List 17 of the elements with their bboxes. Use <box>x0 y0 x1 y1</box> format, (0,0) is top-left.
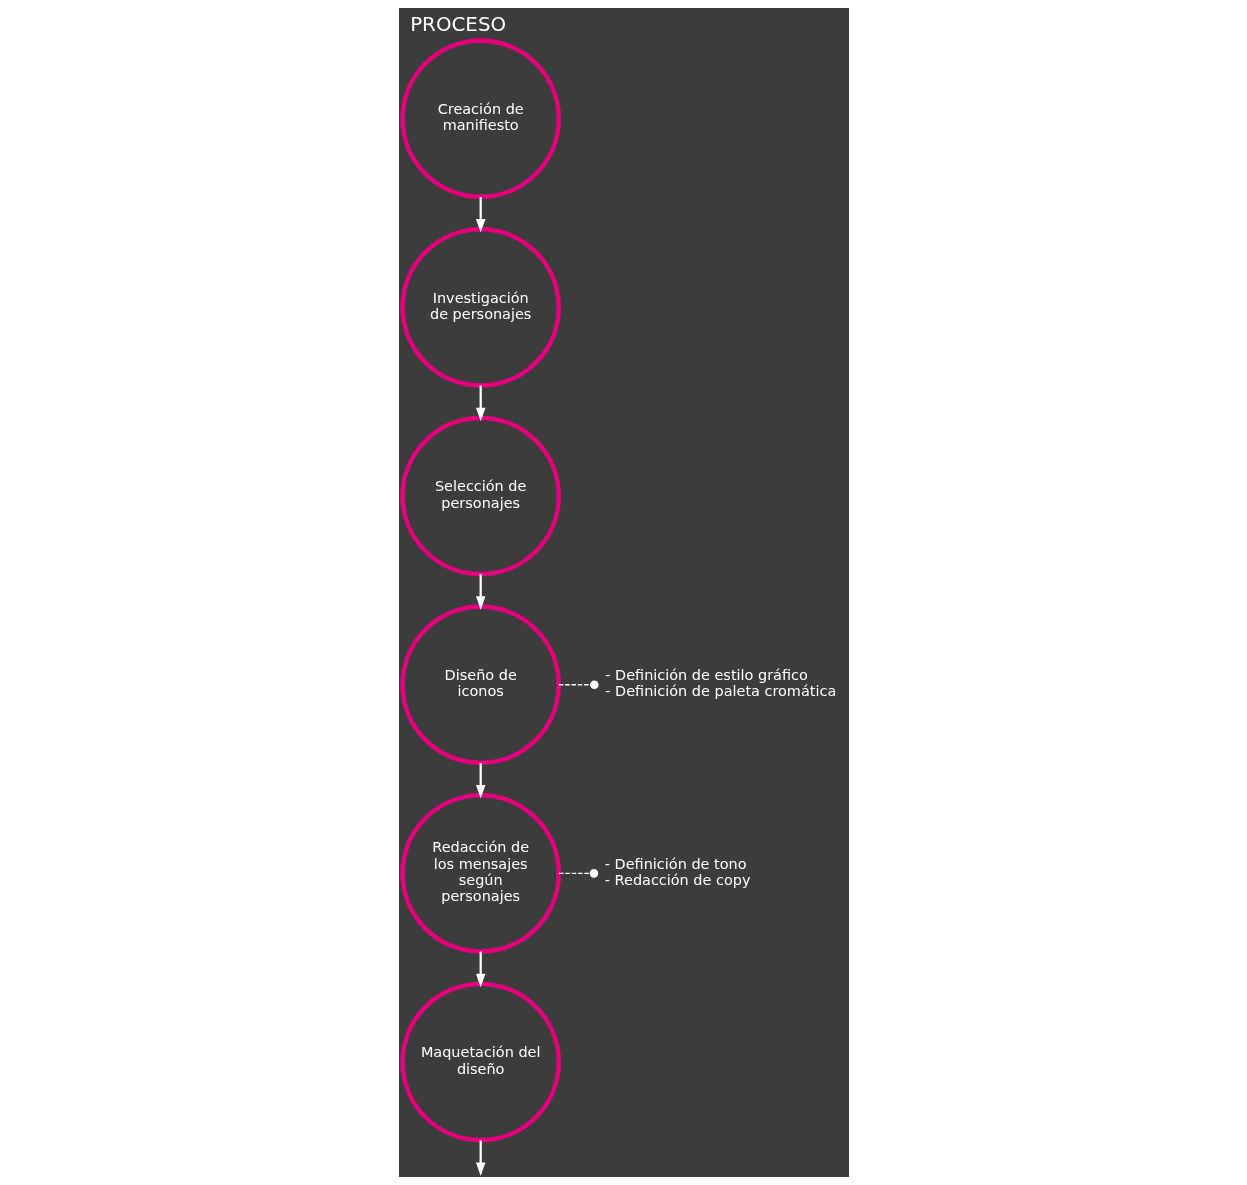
arrow <box>475 196 485 233</box>
node-circle: Creación de manifiesto <box>399 38 561 200</box>
arrow <box>475 951 485 988</box>
arrow <box>475 385 485 422</box>
connector <box>557 869 598 878</box>
diagram-title: PROCESO <box>409 13 506 37</box>
connector <box>557 680 599 689</box>
node-circle: Redacción de los mensajes según personajes <box>399 793 561 954</box>
node-text: - Definición de estilo gráfico - Definición de paleta cromática <box>604 667 836 700</box>
node-circle: Maquetación del diseño <box>399 981 561 1143</box>
node-circle: Investigación de personajes <box>399 227 561 388</box>
arrow <box>475 762 485 799</box>
arrow <box>475 574 485 610</box>
node-circle: Selección de personajes <box>399 415 561 577</box>
node-circle: Diseño de iconos <box>399 604 561 766</box>
node-text: - Definición de tono - Redacción de copy <box>604 855 750 888</box>
arrow <box>475 1140 485 1176</box>
